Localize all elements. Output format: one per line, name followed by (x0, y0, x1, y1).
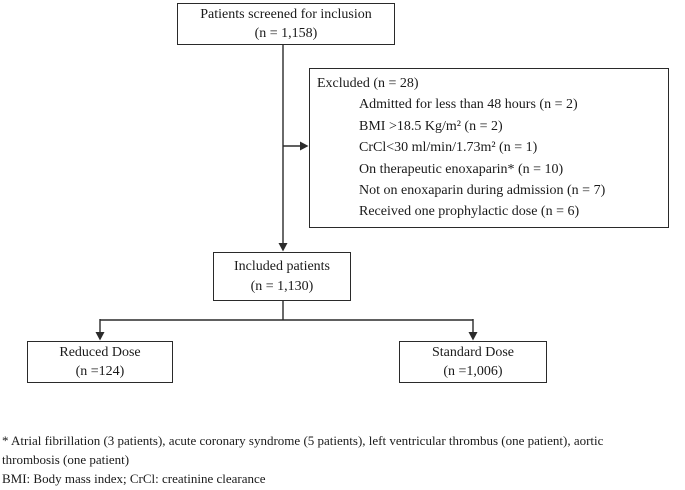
included-count: (n = 1,130) (250, 278, 314, 294)
excluded-item: Not on enoxaparin during admission (n = … (359, 183, 606, 199)
footnote-abbreviations: BMI: Body mass index; CrCl: creatinine c… (2, 471, 266, 486)
standard-dose-label: Standard Dose (431, 345, 515, 360)
standard-dose-count: (n =1,006) (443, 364, 503, 379)
excluded-item: BMI >18.5 Kg/m² (n = 2) (359, 118, 503, 134)
excluded-header: Excluded (n = 28) (317, 76, 419, 91)
screened-label: Patients screened for inclusion (200, 7, 372, 22)
excluded-item: CrCl<30 ml/min/1.73m² (n = 1) (359, 140, 538, 156)
footnote-asterisk-line1: * Atrial fibrillation (3 patients), acut… (2, 433, 604, 448)
screened-count: (n = 1,158) (254, 26, 318, 41)
arrowhead-right-excluded-icon (300, 141, 309, 151)
excluded-item: Received one prophylactic dose (n = 6) (359, 204, 580, 220)
reduced-dose-count: (n =124) (75, 364, 125, 379)
reduced-dose-box: Reduced Dose (n =124) (27, 341, 173, 383)
included-label: Included patients (233, 258, 331, 274)
footnote-asterisk-line2: thrombosis (one patient) (2, 452, 130, 467)
arrowhead-down-standard-icon (468, 332, 478, 341)
screened-box: Patients screened for inclusion (n = 1,1… (177, 3, 395, 45)
included-box: Included patients (n = 1,130) (213, 252, 351, 301)
arrowhead-down-reduced-icon (95, 332, 105, 341)
arrowhead-down-included-icon (278, 243, 288, 252)
standard-dose-box: Standard Dose (n =1,006) (399, 341, 547, 383)
reduced-dose-label: Reduced Dose (59, 345, 141, 360)
excluded-box: Excluded (n = 28) Admitted for less than… (309, 68, 669, 228)
excluded-item: On therapeutic enoxaparin* (n = 10) (359, 161, 564, 177)
footnote-asterisk: * Atrial fibrillation (3 patients), acut… (2, 431, 685, 469)
excluded-item: Admitted for less than 48 hours (n = 2) (359, 97, 578, 113)
